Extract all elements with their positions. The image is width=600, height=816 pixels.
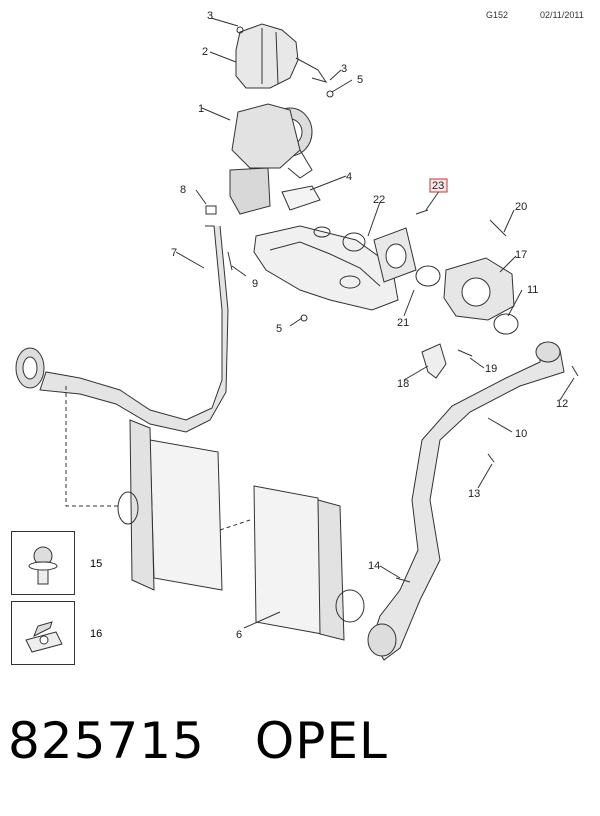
exhaust-manifold-part: [253, 225, 399, 311]
callout-1: 1: [198, 103, 204, 115]
legend-box-clip: [11, 601, 75, 665]
brand-name: OPEL: [254, 712, 388, 770]
fastener-parts: [205, 26, 579, 583]
callout-3: 3: [341, 63, 347, 75]
callout-20: 20: [515, 201, 527, 213]
intake-pipe-part: [15, 225, 229, 433]
caption: 825715 OPEL: [8, 712, 388, 770]
turbocharger-part: [229, 103, 313, 215]
callout-3: 3: [207, 10, 213, 22]
callout-11: 11: [527, 284, 538, 296]
valve-assembly-part: [443, 257, 519, 335]
callout-23: 23: [432, 180, 444, 192]
charge-air-hose-part: [367, 341, 565, 661]
callout-18: 18: [397, 378, 409, 390]
callout-12: 12: [556, 398, 568, 410]
callout-7: 7: [171, 247, 177, 259]
legend-box-bolt: [11, 531, 75, 595]
gasket-part: [281, 185, 321, 211]
clip-nut-icon: [25, 621, 63, 653]
callout-8: 8: [180, 184, 186, 196]
callout-17: 17: [515, 249, 527, 261]
legend-number-bolt: 15: [90, 558, 103, 570]
legend-number-clip: 16: [90, 628, 103, 640]
callout-10: 10: [515, 428, 527, 440]
throttle-connector-part: [342, 227, 441, 287]
diagram-code: G152: [486, 10, 509, 20]
callout-2: 2: [202, 46, 208, 58]
callout-5: 5: [357, 74, 363, 86]
diagram-date: 02/11/2011: [540, 10, 584, 20]
part-number: 825715: [8, 712, 205, 770]
bolt-with-washer-icon: [28, 546, 58, 585]
highlight-box: [429, 178, 448, 193]
heat-shield-part: [235, 23, 328, 89]
callout-14: 14: [368, 560, 380, 572]
callout-21: 21: [397, 317, 409, 329]
callout-22: 22: [373, 194, 385, 206]
callout-9: 9: [252, 278, 258, 290]
charge-air-cooler-part: [117, 419, 365, 641]
callout-4: 4: [346, 171, 352, 183]
bracket-part: [421, 343, 447, 379]
callout-13: 13: [468, 488, 480, 500]
callout-19: 19: [485, 363, 497, 375]
callout-5: 5: [276, 323, 282, 335]
callout-6: 6: [236, 629, 242, 641]
